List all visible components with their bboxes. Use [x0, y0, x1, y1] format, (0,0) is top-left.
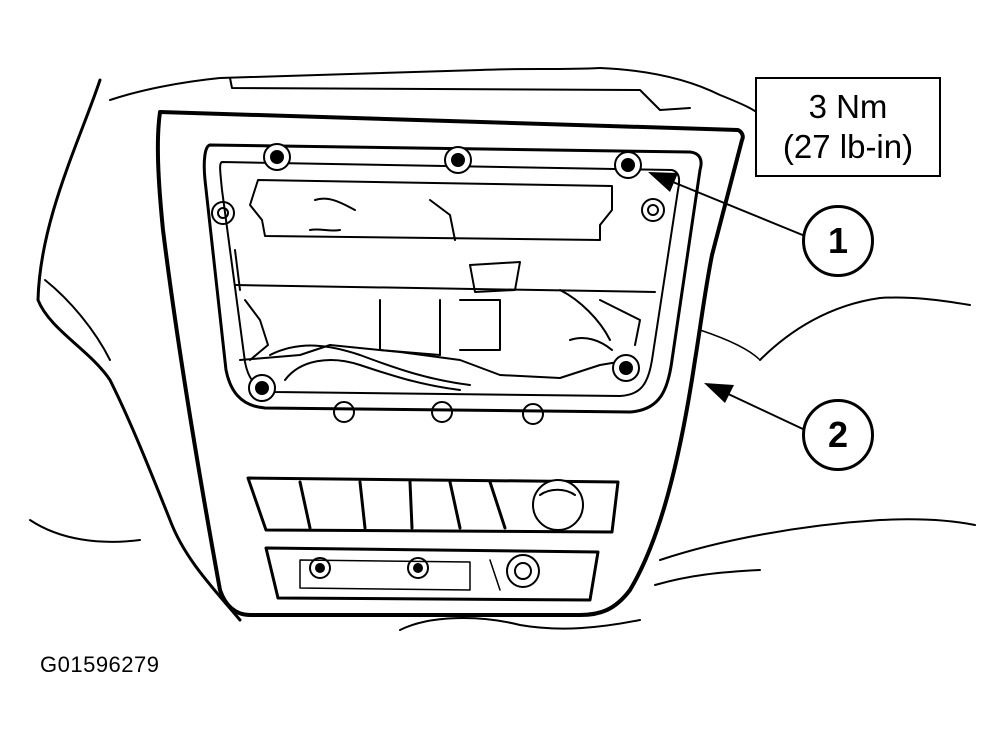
- locator-boss-bottom-3: [522, 403, 544, 425]
- instrument-panel-left-contour: [36, 78, 242, 622]
- callout-1-label: 1: [827, 220, 849, 261]
- dash-top-right: [599, 67, 761, 116]
- bracket-top-detail: [309, 197, 456, 241]
- switch-panel-screw-left: [309, 557, 331, 579]
- radio-opening-inner: [219, 161, 681, 397]
- torque-metric: 3 Nm: [808, 88, 888, 125]
- screw-top-center: [444, 146, 472, 174]
- bracket-left-detail: [234, 249, 269, 361]
- instrument-panel-lower-left: [29, 519, 141, 543]
- lower-vent-panel: [246, 476, 620, 534]
- vent-slats: [298, 480, 507, 530]
- bracket-right-detail: [559, 289, 641, 351]
- torque-spec-box: 3 Nm (27 lb-in): [755, 77, 941, 177]
- screw-bottom-right: [612, 354, 640, 382]
- lower-switch-panel: [264, 546, 600, 602]
- leader-arrowhead-2: [704, 383, 734, 403]
- radio-opening-outer: [202, 143, 703, 414]
- radio-bezel-outer: [155, 110, 745, 617]
- lower-edge-detail: [399, 617, 641, 631]
- wiring-harness: [269, 344, 471, 391]
- console-right-lower-2: [654, 569, 761, 586]
- leader-arrowhead-1: [648, 172, 678, 192]
- console-right-mid: [699, 329, 761, 361]
- locator-boss-bottom-2: [431, 401, 453, 423]
- mounting-bracket: [249, 179, 613, 241]
- vent-knob: [532, 479, 584, 531]
- dash-top-line: [109, 67, 601, 101]
- screw-top-left: [263, 143, 291, 171]
- torque-imperial: (27 lb-in): [782, 128, 914, 165]
- bracket-crossbar: [234, 284, 656, 293]
- locator-boss-bottom-1: [333, 401, 355, 423]
- screw-top-right: [614, 151, 642, 179]
- locator-boss-right: [641, 198, 665, 222]
- locator-boss-left: [211, 201, 235, 225]
- console-right-curve: [759, 296, 971, 361]
- figure-id: G01596279: [40, 652, 160, 677]
- leader-line-1: [667, 179, 806, 237]
- instrument-panel-inner-curve: [44, 279, 111, 361]
- callout-2: 2: [802, 399, 874, 471]
- callout-1: 1: [802, 205, 874, 277]
- dash-top-line-2: [229, 77, 691, 111]
- connector-detail: [379, 261, 521, 356]
- switch-panel-screw-right: [407, 557, 429, 579]
- callout-2-label: 2: [827, 414, 849, 455]
- screw-bottom-left: [248, 374, 276, 402]
- console-right-lower: [659, 518, 976, 561]
- leader-line-2: [723, 391, 806, 431]
- bracket-lower: [239, 344, 631, 379]
- switch-knob: [506, 554, 540, 588]
- switch-panel-detail: [299, 559, 501, 591]
